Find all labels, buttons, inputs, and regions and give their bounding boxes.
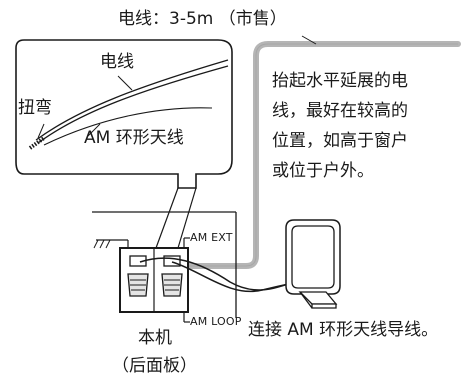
callout-pointer-right <box>177 187 197 249</box>
inset-twisted-end <box>28 136 46 150</box>
inset-antenna-leader <box>87 123 101 137</box>
install-note-line: 或位于户外。 <box>272 161 374 181</box>
am-ext-label: AM EXT <box>190 231 233 244</box>
install-note-line: 线，最好在较高的 <box>272 101 408 121</box>
inset-twist-leader <box>37 123 45 139</box>
cable-leader-line <box>301 35 317 45</box>
install-note: 抬起水平延展的电 线，最好在较高的 位置，如高于窗户 或位于户外。 <box>272 66 472 186</box>
inset-wire-lower <box>43 107 213 146</box>
inset-antenna-label: AM 环形天线 <box>84 128 184 148</box>
am-loop-label: AM LOOP <box>190 315 242 328</box>
outdoor-wire <box>183 41 461 269</box>
install-note-line: 位置，如高于窗户 <box>272 131 408 151</box>
inset-wire-leader <box>117 75 133 91</box>
unit-panel: （后面板） <box>112 356 197 376</box>
inset-wire-upper <box>35 59 229 141</box>
inset-wire-upper2 <box>37 65 229 144</box>
am-loop-antenna <box>285 219 341 309</box>
inset-callout <box>15 39 233 189</box>
terminal-slot-right <box>163 255 181 267</box>
install-note-line: 抬起水平延展的电 <box>272 71 408 91</box>
unit-name: 本机 <box>138 328 172 348</box>
connect-instruction: 连接 AM 环形天线导线。 <box>248 320 439 340</box>
inset-wire-label: 电线 <box>100 52 134 72</box>
inset-twist-label: 扭弯 <box>18 98 52 118</box>
cable-title: 电线：3-5m （市售） <box>118 9 287 29</box>
callout-pointer-left <box>155 187 179 249</box>
outdoor-wire-outline <box>186 43 458 267</box>
